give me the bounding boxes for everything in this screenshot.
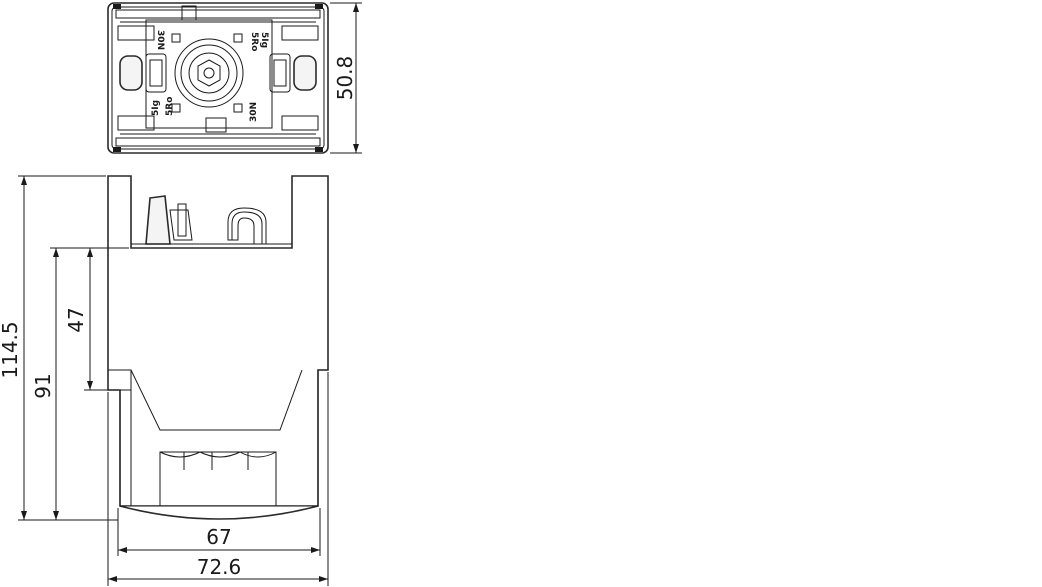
dimension-47: 47 (64, 248, 118, 391)
marking-5ro-bottom: 5Ro (165, 97, 175, 116)
top-view-inner-outline (111, 6, 325, 150)
left-lug (119, 55, 143, 91)
top-view: 30N 30N 5Ro 5Ro 5Ig 5Ig (107, 2, 329, 154)
right-clamp (269, 53, 291, 93)
dimension-50-8: 50.8 (330, 2, 362, 154)
dimension-label-114-5: 114.5 (0, 321, 22, 378)
corner-tab (113, 4, 121, 9)
top-rail (115, 9, 321, 19)
corner-tab (315, 147, 323, 152)
marking-5ig-bottom: 5Ig (151, 100, 161, 116)
marking-5ig-top: 5Ig (259, 32, 269, 48)
terminal-hook (227, 207, 267, 245)
terminal-screw-outer (174, 38, 244, 108)
front-view (107, 175, 329, 520)
dimension-label-47: 47 (64, 307, 88, 332)
hex-socket-icon (197, 59, 221, 87)
bracket-cutout (130, 369, 303, 431)
clamp-lever (145, 195, 171, 245)
dimension-91: 91 (31, 247, 129, 520)
lower-slot (159, 451, 277, 506)
dimension-label-50-8: 50.8 (333, 56, 357, 101)
dimension-label-91: 91 (31, 373, 55, 398)
right-lug (293, 55, 317, 91)
marking-30n-bottom: 30N (249, 102, 259, 122)
terminal-screw (180, 44, 238, 102)
corner-tab (113, 147, 121, 152)
marking-5ro-top: 5Ro (249, 32, 259, 51)
base-curve (119, 505, 319, 520)
corner-tab (315, 4, 323, 9)
dimension-label-72-6: 72.6 (197, 555, 242, 579)
centre-plate (145, 19, 273, 129)
dimension-67: 67 (117, 508, 321, 556)
dimension-114-5: 114.5 (0, 175, 118, 521)
top-view-outline (107, 2, 329, 154)
marking-30n-top: 30N (155, 30, 165, 50)
bottom-rail (115, 137, 321, 147)
dimension-label-67: 67 (206, 525, 231, 549)
dimension-72-6: 72.6 (107, 372, 329, 586)
